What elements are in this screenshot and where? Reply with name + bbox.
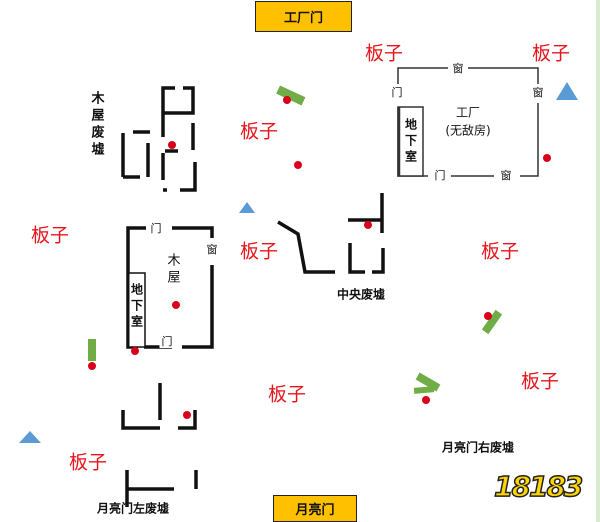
window-label: 窗 bbox=[530, 86, 546, 99]
marker-dot bbox=[168, 141, 176, 149]
board-label: 板子 bbox=[480, 240, 520, 263]
door-label: 门 bbox=[432, 169, 448, 182]
cabin-ruins-label: 木屋废墟 bbox=[88, 91, 104, 159]
factory-gate: 工厂门 bbox=[255, 1, 352, 32]
cabin-label: 木屋 bbox=[164, 253, 180, 287]
moon-left-ruins-label: 月亮门左废墟 bbox=[96, 501, 170, 516]
door-label: 门 bbox=[159, 335, 175, 348]
board-label: 板子 bbox=[531, 42, 571, 65]
cabin-walls bbox=[126, 226, 214, 349]
factory-basement-label: 地下室 bbox=[403, 118, 418, 166]
marker-dot bbox=[543, 154, 551, 162]
marker-dot bbox=[172, 301, 180, 309]
window-label: 窗 bbox=[204, 243, 220, 256]
marker-dot bbox=[364, 221, 372, 229]
marker-dot bbox=[283, 96, 291, 104]
central-ruins-walls bbox=[277, 193, 385, 274]
cabin-basement-label: 地下室 bbox=[129, 283, 144, 331]
moon-right-ruins-label: 月亮门右废墟 bbox=[441, 440, 515, 455]
door-label: 门 bbox=[389, 86, 405, 99]
board-label: 板子 bbox=[68, 451, 108, 474]
board-label: 板子 bbox=[239, 120, 279, 143]
triangle-marker bbox=[239, 202, 255, 213]
board-label: 板子 bbox=[364, 42, 404, 65]
cabin-ruins-walls bbox=[121, 86, 197, 192]
triangle-marker bbox=[19, 431, 41, 443]
factory-walls bbox=[397, 67, 539, 177]
pallet bbox=[481, 309, 503, 335]
triangle-marker bbox=[556, 82, 578, 100]
moon-gate: 月亮门 bbox=[273, 495, 357, 522]
window-label: 窗 bbox=[498, 169, 514, 182]
pallet bbox=[413, 386, 435, 394]
board-label: 板子 bbox=[267, 383, 307, 406]
marker-dot bbox=[294, 161, 302, 169]
marker-dot bbox=[183, 411, 191, 419]
marker-dot bbox=[484, 312, 492, 320]
board-label: 板子 bbox=[520, 370, 560, 393]
pallet bbox=[276, 85, 306, 106]
door-label: 门 bbox=[148, 222, 164, 235]
window-label: 窗 bbox=[450, 62, 466, 75]
marker-dot bbox=[422, 396, 430, 404]
central-ruins-label: 中央废墟 bbox=[336, 287, 386, 302]
pallet bbox=[88, 339, 96, 361]
moon-left-ruins-walls bbox=[121, 383, 198, 507]
site-logo: 18183 bbox=[493, 469, 584, 504]
pallet bbox=[415, 372, 441, 392]
factory-label: 工厂 bbox=[455, 105, 481, 120]
factory-sub-label: (无敌房) bbox=[445, 123, 491, 138]
board-label: 板子 bbox=[239, 240, 279, 263]
board-label: 板子 bbox=[30, 224, 70, 247]
marker-dot bbox=[88, 362, 96, 370]
marker-dot bbox=[131, 347, 139, 355]
